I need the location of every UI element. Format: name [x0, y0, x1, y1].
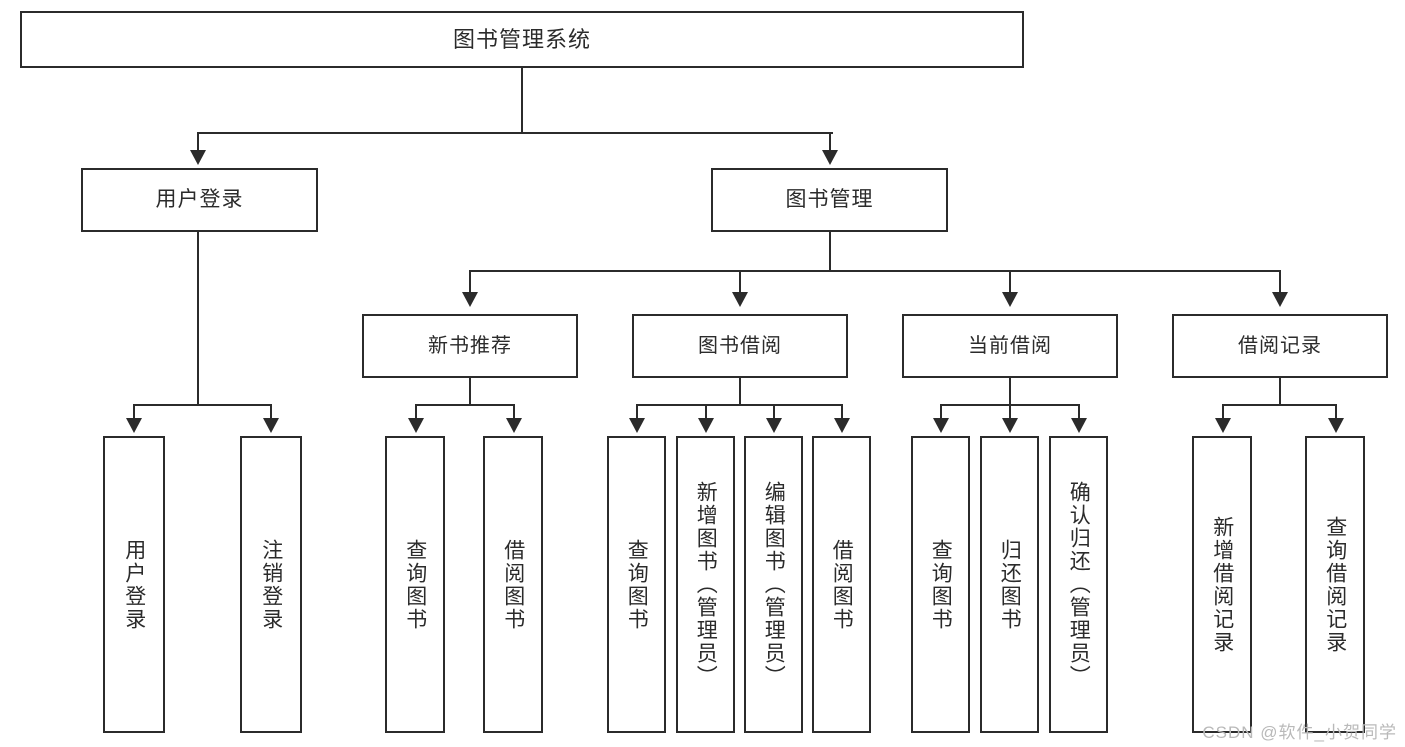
arrowhead-current-borrow [1002, 292, 1018, 307]
node-current-borrow[interactable]: 当前借阅 [902, 314, 1118, 378]
leaf-borrow-book-1[interactable]: 借阅图书 [483, 436, 543, 733]
arrowhead-leaf-return-book [1002, 418, 1018, 433]
connector-book-borrow-drop-3 [773, 404, 775, 420]
leaf-user-login-label: 用户登录 [122, 538, 146, 631]
leaf-add-record[interactable]: 新增借阅记录 [1192, 436, 1252, 733]
connector-user-login-stem [197, 232, 199, 405]
arrowhead-leaf-borrow-book-1 [506, 418, 522, 433]
node-book-borrow[interactable]: 图书借阅 [632, 314, 848, 378]
connector-book-borrow-drop-2 [705, 404, 707, 420]
leaf-add-book[interactable]: 新增图书（管理员） [676, 436, 735, 733]
arrowhead-leaf-confirm-return [1071, 418, 1087, 433]
connector-borrow-record-drop-2 [1335, 404, 1337, 420]
connector-root-to-book-management [829, 132, 831, 152]
connector-book-borrow-drop-1 [636, 404, 638, 420]
arrowhead-leaf-edit-book [766, 418, 782, 433]
connector-new-book-drop-2 [513, 404, 515, 420]
leaf-query-record-label: 查询借阅记录 [1323, 515, 1347, 654]
connector-current-borrow-stem [1009, 378, 1011, 405]
arrowhead-leaf-query-book-1 [408, 418, 424, 433]
connector-current-borrow-drop-3 [1078, 404, 1080, 420]
leaf-confirm-return[interactable]: 确认归还（管理员） [1049, 436, 1108, 733]
node-borrow-record[interactable]: 借阅记录 [1172, 314, 1388, 378]
arrowhead-leaf-user-login [126, 418, 142, 433]
leaf-user-login[interactable]: 用户登录 [103, 436, 165, 733]
node-current-borrow-label: 当前借阅 [968, 334, 1052, 357]
connector-book-management-bus [469, 270, 1281, 272]
leaf-edit-book[interactable]: 编辑图书（管理员） [744, 436, 803, 733]
connector-root-bus [197, 132, 833, 134]
arrowhead-user-login [190, 150, 206, 165]
leaf-query-book-2[interactable]: 查询图书 [607, 436, 666, 733]
connector-bm-drop-new-book [469, 270, 471, 294]
node-new-book-recommend[interactable]: 新书推荐 [362, 314, 578, 378]
leaf-query-record[interactable]: 查询借阅记录 [1305, 436, 1365, 733]
arrowhead-new-book-recommend [462, 292, 478, 307]
leaf-query-book-3-label: 查询图书 [929, 538, 953, 631]
leaf-return-book[interactable]: 归还图书 [980, 436, 1039, 733]
connector-book-borrow-drop-4 [841, 404, 843, 420]
connector-borrow-record-drop-1 [1222, 404, 1224, 420]
connector-book-borrow-stem [739, 378, 741, 405]
leaf-borrow-book-2[interactable]: 借阅图书 [812, 436, 871, 733]
connector-bm-drop-borrow-record [1279, 270, 1281, 294]
connector-user-login-drop-1 [133, 404, 135, 420]
node-book-borrow-label: 图书借阅 [698, 334, 782, 357]
arrowhead-leaf-add-book [698, 418, 714, 433]
leaf-query-book-3[interactable]: 查询图书 [911, 436, 970, 733]
arrowhead-leaf-add-record [1215, 418, 1231, 433]
connector-current-borrow-drop-2 [1009, 404, 1011, 420]
arrowhead-leaf-logout-login [263, 418, 279, 433]
leaf-borrow-book-2-label: 借阅图书 [830, 538, 854, 631]
arrowhead-leaf-query-book-2 [629, 418, 645, 433]
connector-user-login-bus [133, 404, 270, 406]
connector-root-stem [521, 68, 523, 133]
node-book-management-label: 图书管理 [785, 187, 874, 211]
node-user-login[interactable]: 用户登录 [81, 168, 318, 232]
leaf-borrow-book-1-label: 借阅图书 [501, 538, 525, 631]
leaf-logout-login[interactable]: 注销登录 [240, 436, 302, 733]
arrowhead-book-management [822, 150, 838, 165]
arrowhead-borrow-record [1272, 292, 1288, 307]
connector-user-login-drop-2 [270, 404, 272, 420]
connector-bm-drop-book-borrow [739, 270, 741, 294]
leaf-add-book-label: 新增图书（管理员） [694, 481, 718, 688]
connector-new-book-bus [415, 404, 515, 406]
connector-borrow-record-bus [1222, 404, 1337, 406]
node-user-login-label: 用户登录 [155, 187, 244, 211]
connector-book-borrow-bus [636, 404, 843, 406]
arrowhead-book-borrow [732, 292, 748, 307]
arrowhead-leaf-borrow-book-2 [834, 418, 850, 433]
arrowhead-leaf-query-book-3 [933, 418, 949, 433]
leaf-add-record-label: 新增借阅记录 [1210, 515, 1234, 654]
connector-current-borrow-drop-1 [940, 404, 942, 420]
node-book-management[interactable]: 图书管理 [711, 168, 948, 232]
leaf-confirm-return-label: 确认归还（管理员） [1067, 481, 1091, 688]
node-borrow-record-label: 借阅记录 [1238, 334, 1322, 357]
leaf-query-book-1-label: 查询图书 [403, 538, 427, 631]
connector-bm-drop-current-borrow [1009, 270, 1011, 294]
node-root-label: 图书管理系统 [452, 26, 591, 52]
connector-new-book-stem [469, 378, 471, 405]
leaf-return-book-label: 归还图书 [998, 538, 1022, 631]
leaf-query-book-2-label: 查询图书 [625, 538, 649, 631]
node-new-book-recommend-label: 新书推荐 [428, 334, 512, 357]
connector-borrow-record-stem [1279, 378, 1281, 405]
arrowhead-leaf-query-record [1328, 418, 1344, 433]
connector-new-book-drop-1 [415, 404, 417, 420]
connector-root-to-user-login [197, 132, 199, 152]
node-root[interactable]: 图书管理系统 [20, 11, 1024, 68]
watermark-text: CSDN @软件_小贺同学 [1202, 723, 1397, 742]
connector-book-management-stem [829, 232, 831, 271]
leaf-query-book-1[interactable]: 查询图书 [385, 436, 445, 733]
leaf-logout-login-label: 注销登录 [259, 538, 283, 631]
leaf-edit-book-label: 编辑图书（管理员） [762, 481, 786, 688]
